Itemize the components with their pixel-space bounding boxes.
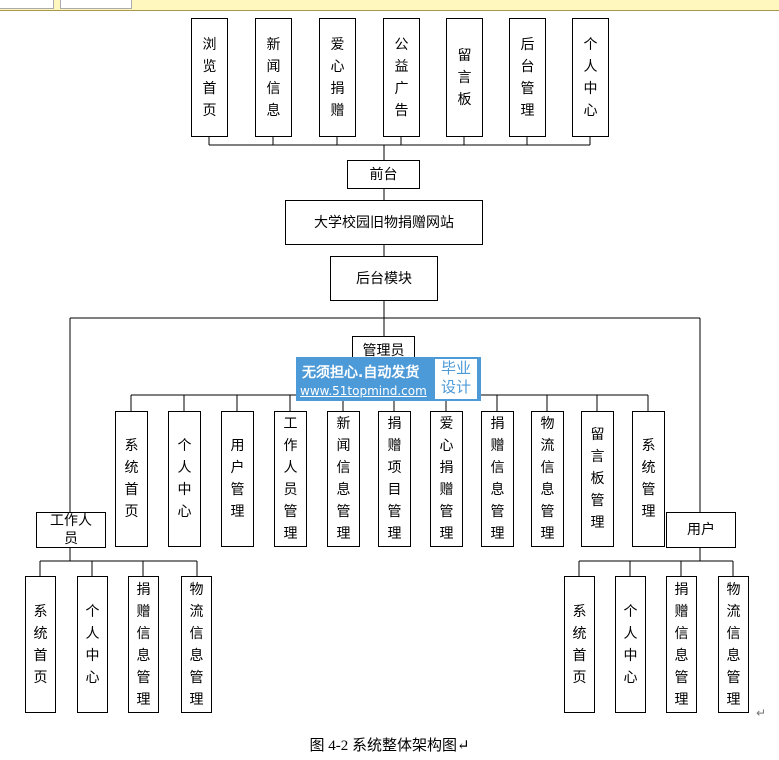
frontend-module-node: 公益广告: [383, 18, 420, 137]
frontend-module-node: 浏览首页: [191, 18, 228, 137]
watermark-slogan: 无须担心.自动发货: [302, 365, 420, 381]
staff-module-node: 物流信息管理: [181, 576, 212, 713]
user-module-node: 捐赠信息管理: [666, 576, 697, 713]
root-node: 大学校园旧物捐赠网站: [285, 200, 483, 245]
admin-module-node: 捐赠项目管理: [378, 411, 411, 547]
frontend-module-node: 爱心捐赠: [319, 18, 356, 137]
watermark-url[interactable]: www.51topmind.com: [300, 384, 427, 398]
frontend-module-node: 留言板: [446, 18, 483, 137]
user-module-node: 系统首页: [564, 576, 595, 713]
admin-module-node: 系统首页: [115, 411, 148, 547]
user-module-node: 物流信息管理: [718, 576, 749, 713]
toolbar-strip: [0, 0, 779, 11]
admin-module-node: 新闻信息管理: [327, 411, 360, 547]
staff-module-node: 个人中心: [77, 576, 108, 713]
frontend-module-node: 后台管理: [509, 18, 546, 137]
paragraph-mark: ↵: [756, 706, 767, 720]
staff-module-node: 系统首页: [25, 576, 56, 713]
admin-module-node: 物流信息管理: [531, 411, 564, 547]
backend-node: 后台模块: [330, 256, 438, 301]
admin-module-node: 系统管理: [632, 411, 665, 547]
admin-module-node: 留言板管理: [581, 411, 614, 547]
toolbar-button[interactable]: [60, 0, 132, 9]
admin-module-node: 用户管理: [221, 411, 254, 547]
admin-module-node: 捐赠信息管理: [481, 411, 514, 547]
staff-module-node: 捐赠信息管理: [128, 576, 159, 713]
admin-module-node: 工作人员管理: [274, 411, 307, 547]
frontend-module-node: 个人中心: [572, 18, 609, 137]
watermark-badge: 毕业设计: [435, 359, 477, 399]
user-module-node: 个人中心: [615, 576, 646, 713]
staff-node: 工作人员: [36, 512, 106, 548]
figure-caption: 图 4-2 系统整体架构图↵: [309, 738, 470, 754]
user-node: 用户: [666, 512, 736, 548]
frontend-module-node: 新闻信息: [255, 18, 292, 137]
frontend-node: 前台: [347, 160, 420, 189]
watermark: 无须担心.自动发货 www.51topmind.com 毕业设计: [296, 357, 481, 401]
admin-module-node: 个人中心: [168, 411, 201, 547]
admin-module-node: 爱心捐赠管理: [430, 411, 463, 547]
toolbar-button[interactable]: [0, 0, 54, 9]
